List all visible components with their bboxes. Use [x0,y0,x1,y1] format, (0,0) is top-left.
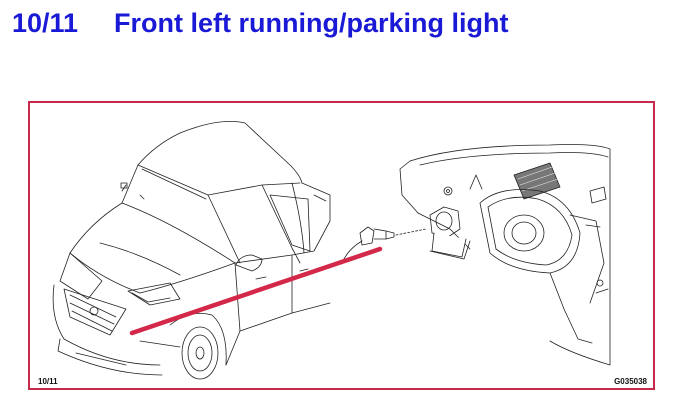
car-drawing [52,121,331,380]
figure-code: G035038 [614,377,647,386]
illustration-frame: 10/11 G035038 [28,101,655,390]
title-text: Front left running/parking light [114,8,509,38]
illustration [52,121,611,380]
step-number: 10/11 [12,8,79,38]
page-title: 10/11 Front left running/parking light [12,3,508,43]
headlamp-drawing [341,144,611,366]
pointer-line [129,246,383,336]
step-caption: 10/11 [38,377,58,386]
